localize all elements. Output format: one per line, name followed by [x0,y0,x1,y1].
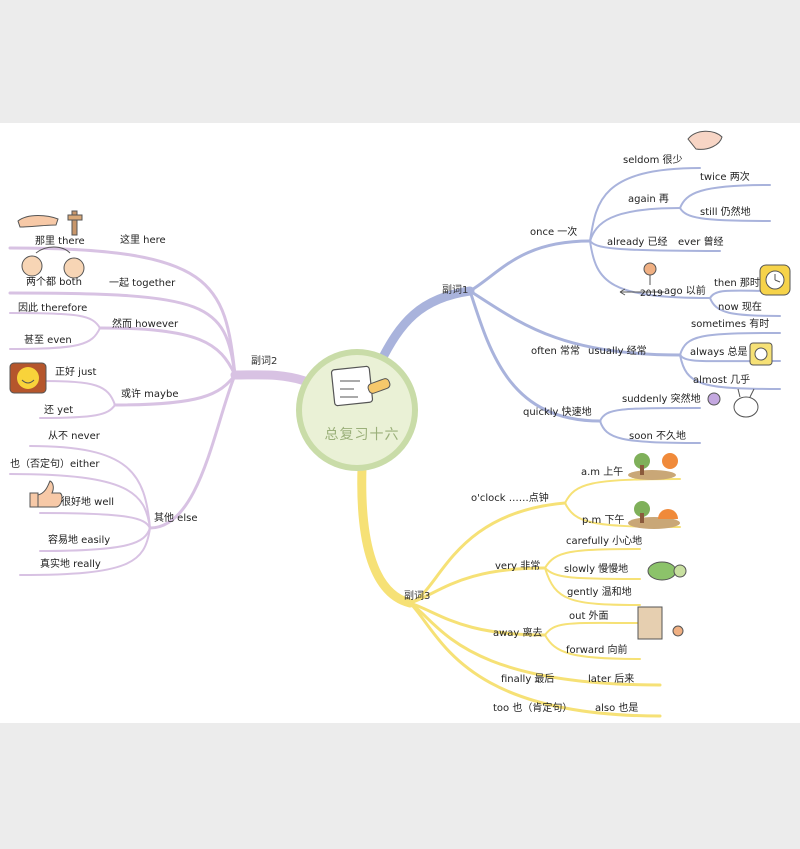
node-together: 一起 together [109,278,176,289]
center-node [296,349,418,471]
turtle-icon [647,561,687,581]
node-really: 真实地 really [40,559,101,570]
node-ever: ever 曾经 [678,237,724,248]
door-icon [637,606,684,640]
node-quickly: quickly 快速地 [523,407,592,418]
node-just: 正好 just [55,367,97,378]
node-once: once 一次 [530,227,578,238]
node-often: often 常常 [531,346,581,357]
thumbs-up-icon [29,480,63,508]
hand-pointing-icon [17,215,59,228]
node-very: very 非常 [495,561,541,572]
node-ago: ago 以前 [664,286,706,297]
branch-adverb1-main [375,286,475,368]
mind-map-branches [8,130,791,718]
tree-sun-morning-icon [628,453,678,480]
node-else: 其他 else [154,513,198,524]
node-carefully: carefully 小心地 [566,536,643,547]
adverb3-label: 副词3 [404,591,431,602]
node-soon: soon 不久地 [629,431,686,442]
branch-quickly [468,289,602,423]
node-both: 两个都 both [26,277,82,288]
node-still: still 仍然地 [700,207,751,218]
node-already: already 已经 [607,237,668,248]
node-oclock: o'clock ……点钟 [471,493,549,504]
bunny-icon [707,388,759,418]
node-almost: almost 几乎 [693,375,751,386]
node-usually: usually 经常 [588,346,647,357]
node-pm: p.m 下午 [582,515,625,526]
node-also: also 也是 [595,703,639,714]
node-always: always 总是 [690,347,748,358]
node-either: 也（否定句）either [10,459,100,470]
node-even: 甚至 even [24,335,72,346]
node-forward: forward 向前 [566,645,628,656]
node-seldom: seldom 很少 [623,155,683,166]
node-again: again 再 [628,194,669,205]
branch-often [468,289,682,357]
branch-once [468,239,592,293]
node-finally: finally 最后 [501,674,555,685]
node-here: 这里 here [120,235,166,246]
node-slowly: slowly 慢慢地 [564,564,629,575]
adverb1-label: 副词1 [442,285,469,296]
smiley-icon [9,362,47,394]
branch-adverb3-main [357,463,415,608]
node-am: a.m 上午 [581,467,624,478]
branch-adverb2-main [230,370,310,386]
tree-sun-evening-icon [628,501,680,529]
node-however: 然而 however [112,319,179,330]
calendar-icon [749,342,773,366]
node-later: later 后来 [588,674,635,685]
person-icon [643,262,657,285]
signpost-icon [67,210,83,236]
node-suddenly: suddenly 突然地 [622,394,701,405]
node-yet: 还 yet [44,405,74,416]
node-away: away 离去 [493,628,543,639]
mind-map-canvas: 总复习十六 副词1 once 一次 seldom 很少 again 再 twic… [0,123,800,723]
node-maybe: 或许 maybe [121,389,179,400]
node-never: 从不 never [48,431,100,442]
node-well: 很好地 well [61,497,115,508]
node-out: out 外面 [569,611,609,622]
node-twice: twice 两次 [700,172,750,183]
node-too: too 也（肯定句） [493,703,573,714]
two-faces-icon [21,246,85,279]
node-year: 2019 [640,289,663,299]
hand-icon [687,130,723,150]
node-therefore: 因此 therefore [18,303,88,314]
adverb2-label: 副词2 [251,356,278,367]
node-then: then 那时 [714,278,760,289]
center-title: 总复习十六 [324,427,400,443]
node-easily: 容易地 easily [48,535,111,546]
node-sometimes: sometimes 有时 [691,319,770,330]
node-gently: gently 温和地 [567,587,632,598]
node-there: 那里 there [35,236,85,247]
clock-icon [759,264,791,296]
node-now: now 现在 [718,302,762,313]
year-arrow [619,288,664,296]
